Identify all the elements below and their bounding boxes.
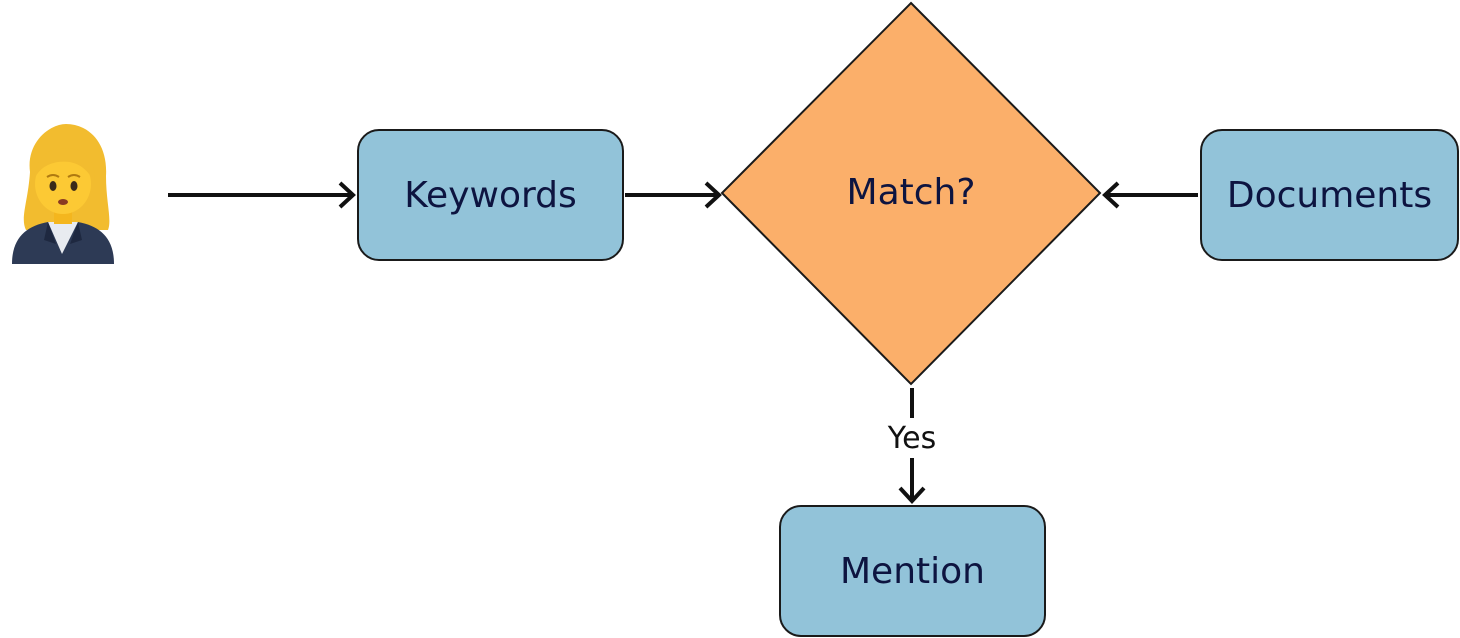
process-node-documents: Documents: [1200, 129, 1459, 261]
process-node-mention: Mention: [779, 505, 1046, 637]
arrow-keywords-to-decision: [625, 181, 722, 209]
node-label-documents: Documents: [1226, 174, 1433, 216]
decision-diamond: [720, 1, 1102, 386]
arrow-user-to-keywords: [168, 181, 356, 209]
node-label-keywords: Keywords: [404, 174, 577, 216]
node-label-mention: Mention: [840, 550, 985, 592]
arrow-documents-to-decision: [1102, 181, 1198, 209]
woman-user-icon: [12, 124, 114, 264]
decision-node-label: Match?: [722, 160, 1100, 224]
edge-label-yes: Yes: [862, 418, 962, 458]
node-label-match: Match?: [846, 171, 976, 213]
process-node-keywords: Keywords: [357, 129, 624, 261]
